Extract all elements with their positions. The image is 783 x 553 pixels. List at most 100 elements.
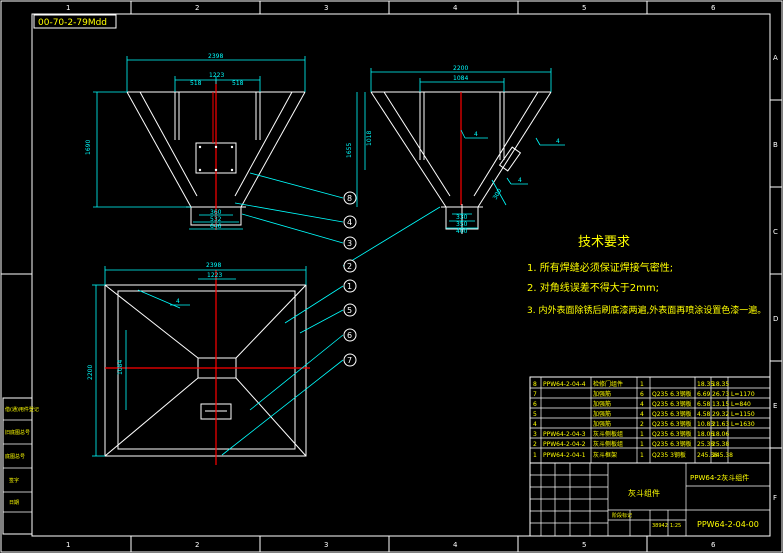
dim-bottom-2: 532 [210, 216, 222, 223]
balloon[interactable]: 4 [343, 215, 357, 229]
svg-text:245.38: 245.38 [712, 452, 733, 459]
svg-text:4: 4 [347, 218, 352, 227]
dim-inner-width: 1223 [209, 72, 224, 79]
svg-text:26.73: 26.73 [712, 391, 729, 398]
svg-text:6: 6 [347, 331, 352, 340]
row-label: D [773, 315, 778, 323]
strip-label: 旧底图总号 [5, 429, 30, 436]
balloon[interactable]: 5 [343, 303, 357, 317]
weld-note: 4 [176, 298, 180, 305]
dim-bottom-1: 360 [210, 209, 222, 216]
svg-text:Q235 6.3钢板: Q235 6.3钢板 [652, 440, 692, 448]
title-block[interactable]: 灰斗组件 PPW64-2灰斗组件 PPW64-2-04-00 38942 1:2… [529, 462, 771, 537]
svg-text:加强筋: 加强筋 [593, 420, 611, 428]
strip-label: 底图总号 [5, 453, 25, 460]
drawing-name: PPW64-2灰斗组件 [690, 473, 749, 482]
col-label: 3 [324, 541, 328, 549]
col-label: 2 [195, 541, 199, 549]
svg-text:6: 6 [533, 401, 537, 408]
col-label: 3 [324, 4, 328, 12]
col-label: 1 [66, 541, 70, 549]
svg-text:Q235 6.3钢板: Q235 6.3钢板 [652, 390, 692, 398]
svg-text:PPW64-2-04-1: PPW64-2-04-1 [543, 452, 586, 459]
svg-text:8: 8 [533, 381, 537, 388]
dim-bottom-3: 646 [210, 223, 222, 230]
col-label: 6 [711, 4, 716, 12]
dim-height-outer: 1655 [346, 143, 353, 158]
part-balloons[interactable]: 8 4 3 2 1 5 6 7 [343, 191, 357, 367]
strip-label: 借(通)用件登记 [5, 406, 39, 413]
svg-text:5: 5 [533, 411, 537, 418]
dim-height: 1690 [85, 140, 92, 155]
part-name: 灰斗组件 [628, 488, 660, 498]
balloon[interactable]: 7 [343, 353, 357, 367]
svg-text:18.06: 18.06 [712, 431, 729, 438]
dim-slant: 300 [492, 187, 504, 201]
svg-text:灰斗侧板组: 灰斗侧板组 [593, 430, 623, 438]
tech-requirements: 技术要求 1. 所有焊缝必须保证焊接气密性; 2. 对角线误差不得大于2mm; … [527, 235, 766, 316]
side-registration-strip: 借(通)用件登记 旧底图总号 底图总号 签字 日期 [2, 397, 39, 535]
svg-text:2: 2 [347, 262, 352, 271]
dim-bottom-1: 330 [456, 214, 468, 221]
svg-text:1: 1 [347, 282, 352, 291]
svg-text:灰斗框架: 灰斗框架 [593, 451, 617, 459]
svg-text:2: 2 [640, 421, 644, 428]
svg-text:10.83: 10.83 [697, 421, 714, 428]
dim-inner-width: 1084 [453, 75, 468, 82]
balloon[interactable]: 6 [343, 328, 357, 342]
svg-text:6.69: 6.69 [697, 391, 711, 398]
row-label: B [773, 141, 778, 149]
inner-frame [31, 13, 771, 537]
svg-text:PPW64-2-04-3: PPW64-2-04-3 [543, 431, 586, 438]
svg-text:6: 6 [640, 391, 644, 398]
dim-half-left: 518 [190, 80, 202, 87]
balloon[interactable]: 8 [343, 191, 357, 205]
svg-text:PPW64-2-04-4: PPW64-2-04-4 [543, 381, 586, 388]
col-label: 2 [195, 4, 199, 12]
dim-top-width: 2398 [208, 53, 223, 60]
svg-text:加强筋: 加强筋 [593, 390, 611, 398]
svg-text:3: 3 [347, 239, 352, 248]
weld-note: 4 [474, 131, 478, 138]
tech-requirement-item: 3. 内外表面除锈后刷底漆两遍,外表面再喷涂设置色漆一遍。 [527, 304, 766, 316]
svg-text:Q235 6.3钢板: Q235 6.3钢板 [652, 420, 692, 428]
dim-inner-width: 1223 [207, 272, 222, 279]
svg-text:Q235 6.3钢板: Q235 6.3钢板 [652, 400, 692, 408]
svg-text:5: 5 [347, 306, 352, 315]
front-view[interactable]: 2398 1223 518 518 1690 360 532 646 [85, 53, 306, 230]
dim-width: 2398 [206, 262, 221, 269]
col-label: 1 [66, 4, 70, 12]
svg-text:Q235 6.3钢板: Q235 6.3钢板 [652, 430, 692, 438]
weight: 38942 [652, 523, 668, 529]
row-label: C [773, 228, 778, 236]
col-label: 5 [582, 541, 586, 549]
tech-requirement-item: 2. 对角线误差不得大于2mm; [527, 281, 659, 294]
svg-text:Q235 3钢板: Q235 3钢板 [652, 451, 686, 459]
svg-text:1: 1 [640, 441, 644, 448]
svg-text:4: 4 [533, 421, 537, 428]
plan-view[interactable]: 2398 1223 2200 1084 4 [87, 262, 310, 465]
side-view[interactable]: 2200 1084 1655 1018 330 350 400 300 4 4 … [346, 65, 565, 235]
svg-text:L=1630: L=1630 [731, 421, 755, 428]
balloon[interactable]: 2 [343, 259, 357, 273]
svg-text:4: 4 [640, 401, 644, 408]
column-labels-bottom: 1 2 3 4 5 6 [66, 541, 716, 549]
balloon[interactable]: 3 [343, 236, 357, 250]
column-labels-top: 1 2 3 4 5 6 [66, 4, 716, 12]
svg-text:7: 7 [533, 391, 537, 398]
col-label: 5 [582, 4, 586, 12]
dim-top-width: 2200 [453, 65, 468, 72]
drawing-code-box [33, 14, 117, 29]
balloon[interactable]: 1 [343, 279, 357, 293]
svg-text:灰斗侧板组: 灰斗侧板组 [593, 440, 623, 448]
svg-text:1: 1 [640, 381, 644, 388]
